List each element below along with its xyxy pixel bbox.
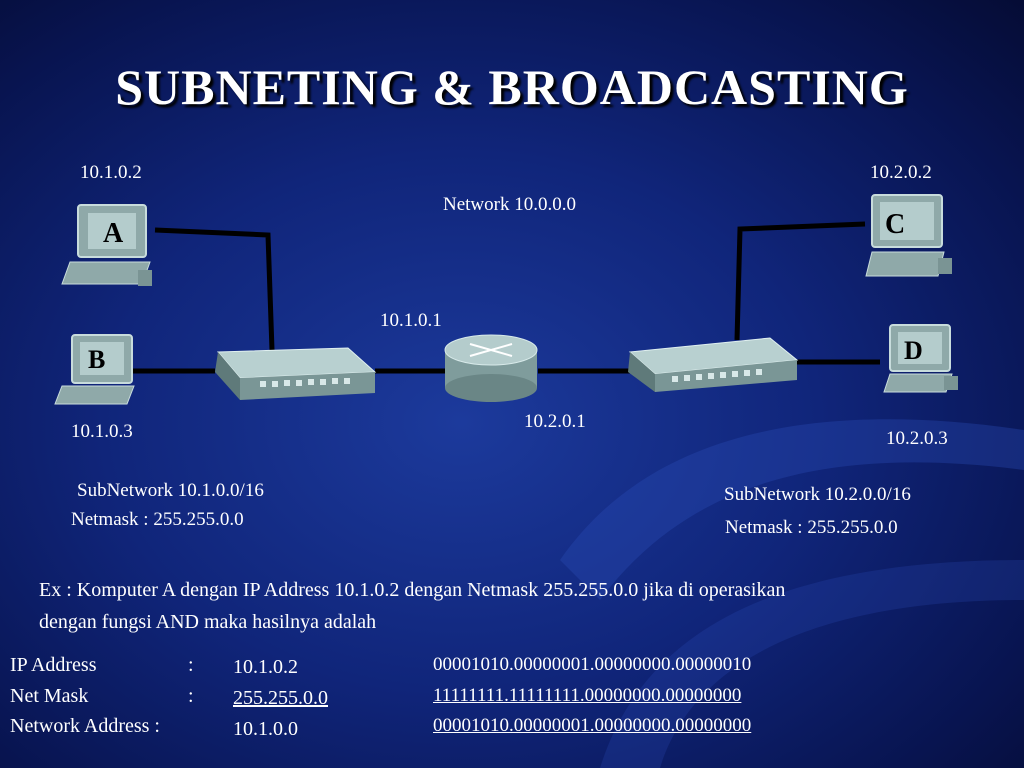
- cables: [132, 221, 880, 374]
- computer-c-icon: [865, 194, 952, 277]
- cable-c-switch: [734, 221, 866, 341]
- ip-label-a: 10.1.0.2: [80, 162, 142, 183]
- computer-b-letter: B: [88, 345, 106, 374]
- subnet-left-label: SubNetwork 10.1.0.0/16: [77, 480, 264, 501]
- router-ip-right: 10.2.0.1: [524, 411, 586, 432]
- calc-row-mask-sep: :: [188, 685, 194, 707]
- computer-d-icon: [883, 324, 958, 393]
- computer-c-letter: C: [885, 209, 906, 240]
- switch-right-icon: [628, 337, 799, 392]
- ip-label-b: 10.1.0.3: [71, 421, 133, 442]
- example-line-1: Ex : Komputer A dengan IP Address 10.1.0…: [39, 579, 786, 601]
- switch-left-icon: [215, 347, 377, 400]
- ip-label-d: 10.2.0.3: [886, 428, 948, 449]
- network-label: Network 10.0.0.0: [443, 194, 576, 215]
- computer-d-letter: D: [904, 336, 923, 365]
- ip-label-c: 10.2.0.2: [870, 162, 932, 183]
- calc-row-network-decimal: 10.1.0.0: [233, 718, 298, 740]
- subnet-left-netmask: Netmask : 255.255.0.0: [71, 509, 244, 530]
- calc-row-ip-decimal: 10.1.0.2: [233, 656, 298, 678]
- calc-row-network-binary: 00001010.00000001.00000000.00000000: [433, 715, 752, 736]
- calc-row-mask-decimal: 255.255.0.0: [233, 687, 328, 709]
- calc-row-ip-binary: 00001010.00000001.00000000.00000010: [433, 654, 752, 675]
- calc-row-mask-binary: 11111111.11111111.00000000.00000000: [433, 685, 742, 706]
- calc-row-network-label: Network Address :: [10, 715, 160, 737]
- subnet-right-label: SubNetwork 10.2.0.0/16: [724, 484, 911, 505]
- router-icon: [444, 334, 538, 402]
- computer-b-icon: [54, 334, 135, 405]
- computer-a-letter: A: [103, 218, 124, 249]
- calc-row-mask-label: Net Mask: [10, 685, 89, 707]
- router-ip-left: 10.1.0.1: [380, 310, 442, 331]
- subnet-right-netmask: Netmask : 255.255.0.0: [725, 517, 898, 538]
- calc-row-ip-label: IP Address: [10, 654, 97, 676]
- cable-a-switch: [154, 227, 275, 351]
- example-line-2: dengan fungsi AND maka hasilnya adalah: [39, 611, 377, 633]
- page-title: SUBNETING & BROADCASTING: [115, 59, 909, 115]
- computer-a-icon: [61, 204, 152, 286]
- calc-row-ip-sep: :: [188, 654, 194, 676]
